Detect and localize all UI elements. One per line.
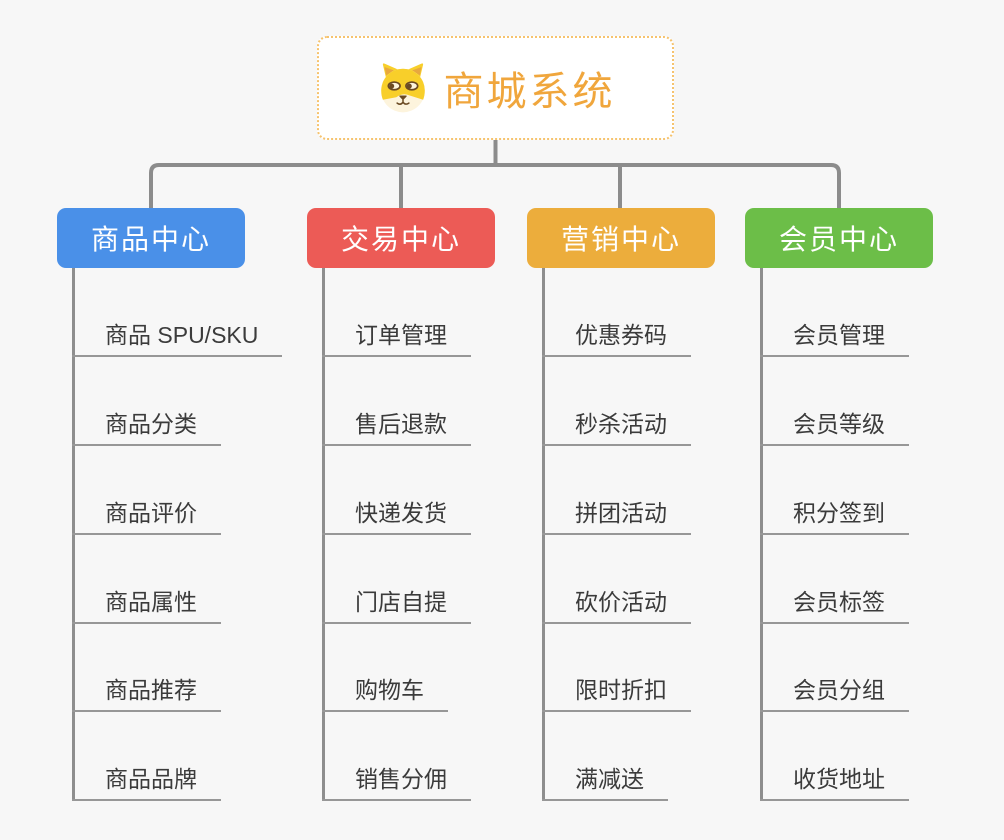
branch-header[interactable]: 交易中心: [307, 208, 495, 268]
leaf-item[interactable]: 积分签到: [760, 493, 909, 535]
leaf-item[interactable]: 收货地址: [760, 759, 909, 801]
leaf-item[interactable]: 商品 SPU/SKU: [72, 315, 283, 357]
leaf-item[interactable]: 商品推荐: [72, 670, 221, 712]
leaf-item[interactable]: 会员标签: [760, 582, 909, 624]
leaf-item[interactable]: 拼团活动: [542, 493, 691, 535]
leaf-item[interactable]: 会员分组: [760, 670, 909, 712]
leaf-item[interactable]: 砍价活动: [542, 582, 691, 624]
leaf-item[interactable]: 优惠券码: [542, 315, 691, 357]
leaf-item[interactable]: 门店自提: [322, 582, 471, 624]
leaf-item[interactable]: 购物车: [322, 670, 448, 712]
shiba-dog-icon: [380, 63, 425, 113]
leaf-item[interactable]: 商品属性: [72, 582, 221, 624]
leaf-item[interactable]: 限时折扣: [542, 670, 691, 712]
leaf-item[interactable]: 商品分类: [72, 404, 221, 446]
leaf-item[interactable]: 销售分佣: [322, 759, 471, 801]
branch-header[interactable]: 营销中心: [527, 208, 715, 268]
leaf-item[interactable]: 会员管理: [760, 315, 909, 357]
branch-header[interactable]: 会员中心: [745, 208, 933, 268]
leaf-item[interactable]: 商品品牌: [72, 759, 221, 801]
leaf-item[interactable]: 秒杀活动: [542, 404, 691, 446]
leaf-item[interactable]: 快递发货: [322, 493, 471, 535]
bus-line: [149, 163, 841, 208]
leaf-item[interactable]: 满减送: [542, 759, 668, 801]
leaf-item[interactable]: 售后退款: [322, 404, 471, 446]
leaf-item[interactable]: 订单管理: [322, 315, 471, 357]
root-title: 商城系统: [443, 70, 616, 114]
root-node[interactable]: 商城系统: [317, 36, 674, 140]
branch-header[interactable]: 商品中心: [57, 208, 245, 268]
leaf-item[interactable]: 商品评价: [72, 493, 221, 535]
leaf-item[interactable]: 会员等级: [760, 404, 909, 446]
